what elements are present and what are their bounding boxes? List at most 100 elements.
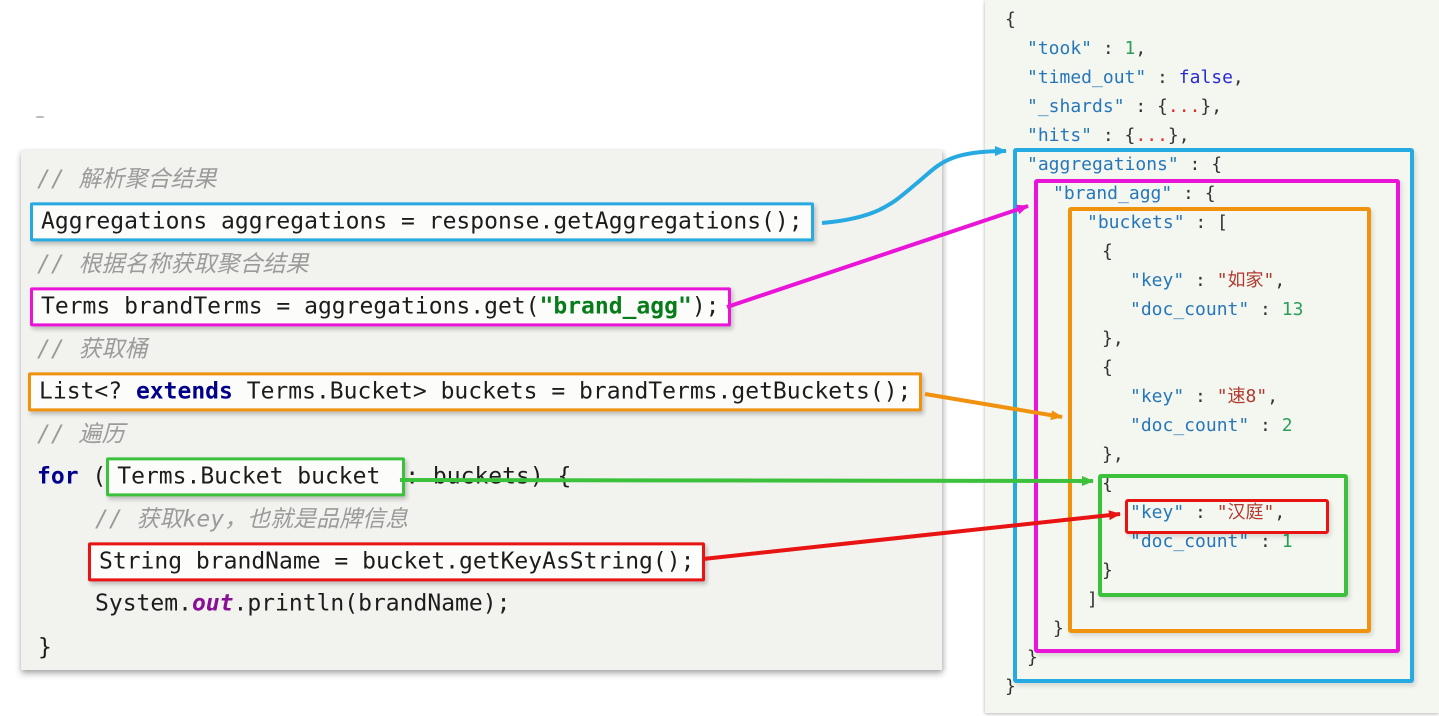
code-token: Aggregations aggregations = response.get… (41, 208, 803, 235)
json-token: : (1092, 38, 1125, 60)
json-token: 13 (1281, 299, 1304, 321)
json-line-14: "key" : "速8", (1130, 386, 1278, 408)
json-token: : (1249, 299, 1282, 321)
json-line-16: }, (1102, 444, 1124, 466)
code-token: // 解析聚合结果 (37, 166, 217, 193)
json-token: { (1102, 241, 1113, 263)
json-token: "brand_agg" (1053, 183, 1173, 205)
code-token: for (37, 463, 79, 490)
json-line-19: "doc_count" : 1 (1130, 531, 1293, 553)
json-line-11: "doc_count" : 13 (1130, 299, 1303, 321)
code-comment-get-by-name: // 根据名称获取聚合结果 (37, 251, 309, 278)
code-token: String brandName = bucket.getKeyAsString… (99, 548, 695, 575)
json-line-13: { (1102, 357, 1113, 379)
json-line-8: "buckets" : [ (1087, 212, 1228, 234)
code-line-buckets: List<? extends Terms.Bucket> buckets = b… (28, 372, 923, 412)
json-token: : [ (1184, 212, 1228, 234)
json-line-24: } (1005, 676, 1016, 698)
code-comment-parse: // 解析聚合结果 (37, 166, 217, 193)
json-line-9: { (1102, 241, 1113, 263)
json-token: }, (1167, 125, 1190, 147)
json-token: : { (1178, 154, 1223, 176)
code-line-aggregations: Aggregations aggregations = response.get… (30, 202, 814, 242)
code-token: // 根据名称获取聚合结果 (37, 251, 309, 278)
json-token: "aggregations" (1027, 154, 1179, 176)
json-line-15: "doc_count" : 2 (1130, 415, 1293, 437)
json-line-23: } (1027, 647, 1038, 669)
json-line-7: "brand_agg" : { (1053, 183, 1216, 205)
code-token: ( (78, 463, 107, 490)
code-box-brand-terms: Terms brandTerms = aggregations.get("bra… (30, 287, 731, 327)
json-token: 2 (1281, 415, 1293, 437)
code-token: "brand_agg" (539, 293, 692, 320)
json-line-22: } (1053, 618, 1064, 640)
json-token: ... (1167, 96, 1201, 118)
json-token: , (1274, 502, 1286, 524)
json-token: : { (1092, 125, 1136, 147)
code-token: Terms.Bucket bucket (117, 463, 395, 490)
code-box-buckets: List<? extends Terms.Bucket> buckets = b… (28, 372, 923, 412)
json-token: , (1267, 386, 1279, 408)
code-token: extends (135, 378, 233, 405)
json-line-2: "took" : 1, (1027, 38, 1146, 60)
json-token: "timed_out" (1027, 67, 1147, 89)
code-box-aggregations: Aggregations aggregations = response.get… (30, 202, 814, 242)
json-token: : { (1172, 183, 1216, 205)
code-token: // 获取桶 (37, 336, 148, 363)
json-token: "hits" (1027, 125, 1093, 147)
artifact-dash (36, 116, 44, 118)
json-token: : (1249, 415, 1282, 437)
json-token: }, (1102, 328, 1124, 350)
json-token: ] (1087, 589, 1098, 611)
code-box-bucket-var: Terms.Bucket bucket (106, 457, 406, 497)
json-token: }, (1102, 444, 1124, 466)
code-token: // 获取key，也就是品牌信息 (95, 506, 409, 533)
code-token: Terms.Bucket> buckets = brandTerms.getBu… (232, 378, 912, 405)
code-token: out (191, 590, 234, 617)
json-line-18: "key" : "汉庭", (1130, 502, 1285, 524)
json-line-20: } (1102, 560, 1113, 582)
json-line-3: "timed_out" : false, (1027, 67, 1244, 89)
json-token: "_shards" (1027, 96, 1125, 118)
json-token: ... (1135, 125, 1168, 147)
json-token: "速8" (1216, 386, 1268, 408)
code-token: List<? (39, 378, 136, 405)
code-line-println: System.out.println(brandName); (95, 590, 510, 617)
json-line-21: ] (1087, 589, 1098, 611)
json-token: : (1184, 502, 1217, 524)
json-token: "doc_count" (1130, 299, 1250, 321)
json-token: 1 (1124, 38, 1136, 60)
json-line-6: "aggregations" : { (1027, 154, 1222, 176)
json-token: "doc_count" (1130, 531, 1250, 553)
code-comment-foreach: // 遍历 (37, 422, 125, 448)
json-line-10: "key" : "如家", (1130, 270, 1285, 292)
json-token: : (1146, 67, 1179, 89)
code-token: : buckets) { (405, 463, 572, 490)
json-token: false (1178, 67, 1233, 89)
json-token: , (1232, 67, 1244, 89)
json-token: 1 (1281, 531, 1293, 553)
json-token: { (1005, 9, 1016, 31)
json-token: } (1053, 618, 1064, 640)
json-token: }, (1200, 96, 1223, 118)
code-token: } (38, 634, 52, 661)
json-token: "doc_count" (1130, 415, 1250, 437)
json-token: "buckets" (1087, 212, 1185, 234)
code-line-brand-terms: Terms brandTerms = aggregations.get("bra… (30, 287, 731, 327)
json-token: : { (1124, 96, 1168, 118)
code-line-brand-name: String brandName = bucket.getKeyAsString… (88, 542, 706, 582)
json-token: : (1184, 270, 1217, 292)
code-comment-get-buckets: // 获取桶 (37, 336, 148, 363)
json-token: , (1274, 270, 1286, 292)
json-token: } (1005, 676, 1016, 698)
json-line-12: }, (1102, 328, 1124, 350)
json-token: : (1184, 386, 1217, 408)
json-line-17: { (1102, 473, 1113, 495)
code-token: Terms brandTerms = aggregations.get( (41, 293, 540, 320)
json-token: : (1249, 531, 1282, 553)
json-token: "key" (1130, 270, 1185, 292)
code-line-for: for ( Terms.Bucket bucket : buckets) { (37, 457, 572, 497)
json-line-5: "hits" : {...}, (1027, 125, 1190, 147)
code-token: ); (691, 293, 720, 320)
